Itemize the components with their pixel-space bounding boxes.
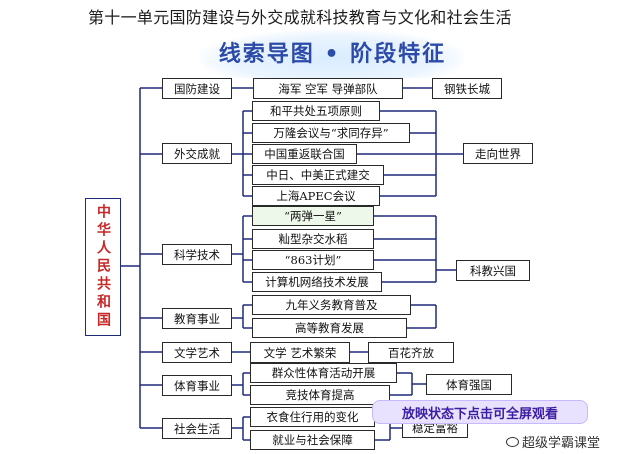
item-competitive-sports: 竞技体育提高 [250, 385, 390, 405]
wechat-icon [506, 436, 519, 447]
item-employment-security: 就业与社会保障 [250, 430, 375, 450]
page-title: 第十一单元国防建设与外交成就科技教育与文化和社会生活 [88, 8, 512, 27]
item-computer-network: 计算机网络技术发展 [252, 272, 382, 292]
item-literature-arts: 文学 艺术繁荣 [250, 342, 350, 363]
category-science: 科学技术 [162, 244, 232, 265]
theme-diplomacy: 走向世界 [463, 143, 533, 164]
fullscreen-hint-button[interactable]: 放映状态下点击可全屏观看 [372, 400, 588, 424]
root-node: 中华人民共和国 [85, 198, 121, 336]
category-education: 教育事业 [162, 308, 232, 329]
banner-title: 线索导图 • 阶段特征 [218, 42, 447, 67]
root-label: 中华人民共和国 [95, 204, 111, 330]
item-mass-sports: 群众性体育活动开展 [250, 363, 397, 383]
item-daily-life-changes: 衣食住行用的变化 [250, 407, 375, 427]
watermark: 超级学霸课堂 [506, 432, 600, 451]
item-japan-us-relations: 中日、中美正式建交 [252, 165, 384, 185]
item-hybrid-rice: 籼型杂交水稻 [252, 229, 374, 249]
category-social: 社会生活 [162, 418, 232, 439]
item-defense-forces: 海军 空军 导弹部队 [253, 78, 403, 99]
item-apec-shanghai: 上海APEC会议 [252, 186, 380, 206]
item-higher-education: 高等教育发展 [252, 318, 407, 338]
theme-defense: 钢铁长城 [432, 78, 502, 99]
category-diplomacy: 外交成就 [162, 143, 232, 164]
theme-culture: 百花齐放 [368, 342, 454, 363]
watermark-text: 超级学霸课堂 [522, 436, 601, 451]
item-compulsory-education: 九年义务教育普及 [252, 295, 411, 315]
item-bandung-conference: 万隆会议与“求同存异” [252, 123, 410, 143]
banner: 线索导图 • 阶段特征 [200, 30, 465, 78]
category-defense: 国防建设 [162, 78, 232, 99]
theme-sports: 体育强国 [426, 374, 512, 395]
category-culture: 文学艺术 [162, 342, 232, 363]
item-five-principles: 和平共处五项原则 [252, 101, 380, 121]
item-two-bombs-one-satellite: “两弹一星” [252, 206, 374, 226]
item-un-return: 中国重返联合国 [252, 144, 357, 164]
item-863-program: “863计划” [252, 250, 374, 270]
theme-science: 科教兴国 [456, 260, 530, 281]
category-sports: 体育事业 [162, 375, 232, 396]
